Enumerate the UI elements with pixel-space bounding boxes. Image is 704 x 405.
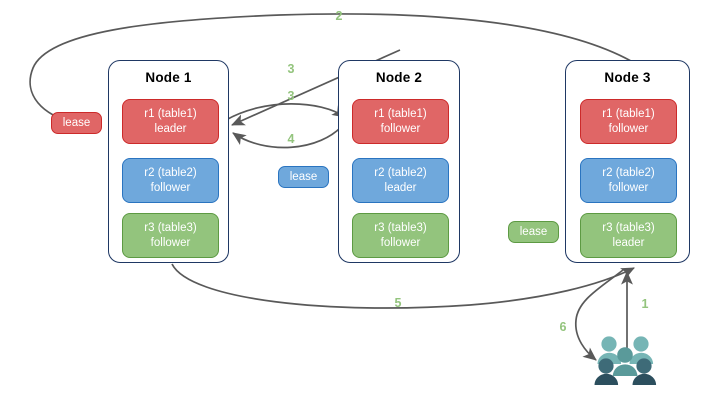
lease-label: lease [289,171,318,183]
replica-n3r1[interactable]: r1 (table1) follower [580,99,677,144]
step-label-1: 1 [641,297,649,311]
lease-label: lease [62,117,91,129]
replica-n2r3[interactable]: r3 (table3) follower [352,213,449,258]
replica-name: r1 (table1) [374,107,427,120]
edge-step-3-lower [225,103,346,121]
replica-name: r1 (table1) [144,107,197,120]
replica-name: r1 (table1) [602,107,655,120]
step-label-6: 6 [559,320,567,334]
replica-role: follower [608,122,649,135]
lease-badge-green[interactable]: lease [508,221,559,243]
lease-badge-red[interactable]: lease [51,112,102,134]
replica-role: follower [150,236,191,249]
replica-role: follower [380,236,421,249]
node-title: Node 2 [375,70,423,85]
replica-n1r3[interactable]: r3 (table3) follower [122,213,219,258]
node-title: Node 3 [604,70,651,85]
replica-name: r2 (table2) [374,166,427,179]
replica-n1r2[interactable]: r2 (table2) follower [122,158,219,203]
edge-step-6 [575,269,624,361]
replica-n3r2[interactable]: r2 (table2) follower [580,158,677,203]
step-label-3b: 3 [287,89,295,103]
replica-n2r1[interactable]: r1 (table1) follower [352,99,449,144]
node-box-node1[interactable]: Node 1 r1 (table1) leader r2 (table2) fo… [108,60,229,263]
node-box-node2[interactable]: Node 2 r1 (table1) follower r2 (table2) … [338,60,460,263]
lease-badge-blue[interactable]: lease [278,166,329,188]
lease-label: lease [519,226,548,238]
replica-n1r1[interactable]: r1 (table1) leader [122,99,219,144]
replica-role: follower [608,181,649,194]
step-label-5: 5 [394,296,402,310]
replica-role: follower [380,122,421,135]
replica-n2r2[interactable]: r2 (table2) leader [352,158,449,203]
step-label-4: 4 [287,132,295,146]
replica-name: r3 (table3) [602,221,655,234]
replica-role: leader [154,122,187,135]
replica-name: r3 (table3) [144,221,197,234]
node-title: Node 1 [145,70,192,85]
node-box-node3[interactable]: Node 3 r1 (table1) follower r2 (table2) … [565,60,690,263]
replica-name: r2 (table2) [144,166,197,179]
replica-name: r3 (table3) [374,221,427,234]
step-label-2: 2 [335,9,343,23]
replica-role: leader [612,236,645,249]
replica-name: r2 (table2) [602,166,655,179]
step-label-3a: 3 [287,62,295,76]
replica-role: follower [150,181,191,194]
replica-role: leader [384,181,417,194]
replica-n3r3[interactable]: r3 (table3) leader [580,213,677,258]
